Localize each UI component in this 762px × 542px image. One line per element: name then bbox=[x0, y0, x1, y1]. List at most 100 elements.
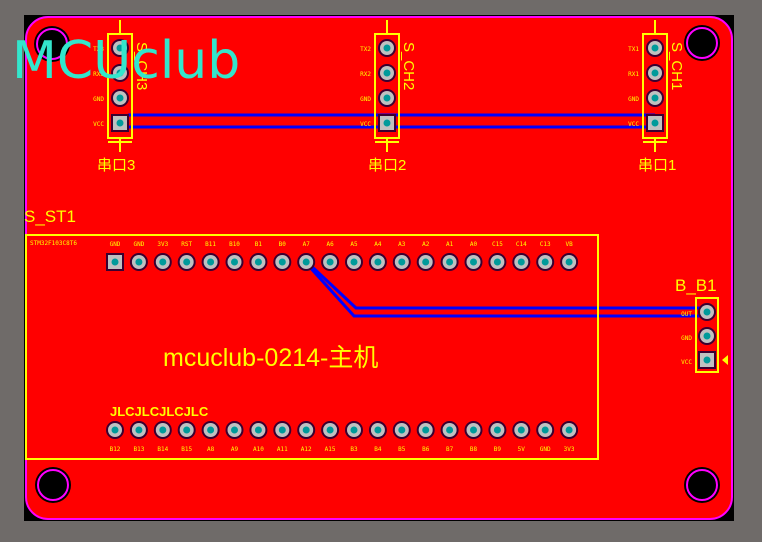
pin-pad-gnd bbox=[646, 89, 664, 107]
drill-hole bbox=[278, 426, 286, 434]
connector-outline bbox=[695, 297, 719, 373]
module-pin-top bbox=[416, 253, 435, 271]
module-pin-label: A1 bbox=[446, 241, 454, 248]
module-pin-bottom bbox=[225, 421, 244, 439]
pin-pad-out bbox=[698, 303, 716, 321]
module-pin-label: B10 bbox=[229, 241, 240, 248]
module-pin-bottom bbox=[177, 421, 196, 439]
pin-pad-vcc bbox=[111, 114, 129, 132]
drill-hole bbox=[231, 426, 238, 434]
module-pin-bottom bbox=[440, 421, 459, 439]
drill-hole bbox=[703, 356, 711, 364]
pin-pad-gnd bbox=[111, 89, 129, 107]
drill-hole bbox=[135, 258, 143, 266]
module-pin-label: B11 bbox=[205, 241, 216, 248]
mounting-holes bbox=[34, 25, 720, 503]
module-pin-label: A3 bbox=[398, 241, 406, 248]
module-pin-bottom bbox=[201, 421, 220, 439]
module-pin-label: B1 bbox=[255, 241, 263, 248]
drill-hole bbox=[422, 258, 430, 266]
pin-label: GND bbox=[93, 96, 104, 103]
board-title-text: mcuclub-0214-主机 bbox=[163, 344, 378, 372]
drill-hole bbox=[651, 69, 659, 77]
module-pin-top bbox=[249, 253, 268, 271]
drill-hole bbox=[111, 258, 119, 266]
mcuclub-watermark: MCUclub bbox=[12, 31, 240, 91]
pin-pad-vcc bbox=[378, 114, 396, 132]
module-pin-label: 5V bbox=[518, 446, 526, 453]
module-pin-label: GND bbox=[133, 241, 144, 248]
module-pin-label: A4 bbox=[374, 241, 382, 248]
drill-hole bbox=[116, 94, 124, 102]
module-pin-label: B12 bbox=[110, 446, 121, 453]
pin-pad-rx1 bbox=[646, 64, 664, 82]
connector-designator: S_CH3 bbox=[133, 42, 150, 90]
module-pin-label: A8 bbox=[207, 446, 215, 453]
connector-designator: S_CH2 bbox=[400, 42, 417, 90]
module-pin-top bbox=[177, 253, 196, 271]
drill-hole bbox=[383, 119, 391, 127]
drill-hole bbox=[350, 258, 358, 266]
drill-hole bbox=[116, 69, 124, 77]
pin-pad-vcc bbox=[646, 114, 664, 132]
module-pin-label: A6 bbox=[326, 241, 334, 248]
drill-hole bbox=[111, 426, 119, 434]
drill-hole bbox=[470, 258, 477, 266]
drill-hole bbox=[302, 426, 310, 434]
drill-hole bbox=[350, 426, 358, 434]
module-pin-bottom bbox=[536, 421, 555, 439]
module-pin-label: C14 bbox=[516, 241, 527, 248]
module-pin-bottom bbox=[129, 421, 148, 439]
connector-caption: 串口1 bbox=[638, 157, 676, 174]
module-pin-label: B0 bbox=[279, 241, 287, 248]
drill-hole bbox=[135, 426, 143, 434]
module-pin-bottom bbox=[488, 421, 507, 439]
pin-pad-gnd bbox=[378, 89, 396, 107]
drill-hole bbox=[517, 426, 525, 434]
drill-hole bbox=[254, 258, 262, 266]
module-pin-label: B13 bbox=[133, 446, 144, 453]
module-pin-label: GND bbox=[110, 241, 121, 248]
module-pin-bottom bbox=[153, 421, 172, 439]
module-pin-label: B5 bbox=[398, 446, 406, 453]
drill-hole bbox=[254, 426, 262, 434]
module-pin-top bbox=[536, 253, 555, 271]
module-pin-bottom bbox=[392, 421, 411, 439]
module-pin-label: C15 bbox=[492, 241, 503, 248]
pin-pad-tx3 bbox=[111, 39, 129, 57]
module-pin-label: B7 bbox=[446, 446, 454, 453]
drill-hole bbox=[703, 308, 711, 316]
module-pin-top bbox=[440, 253, 459, 271]
drill-hole bbox=[446, 426, 454, 434]
drill-hole bbox=[116, 44, 124, 52]
pin-label: GND bbox=[360, 96, 371, 103]
drill-hole bbox=[383, 69, 391, 77]
module-pin-label: C13 bbox=[540, 241, 551, 248]
module-name-label: STM32F103C8T6 bbox=[30, 240, 77, 247]
module-pin-top bbox=[153, 253, 172, 271]
drill-hole bbox=[183, 426, 191, 434]
mounting-hole-top-right bbox=[684, 25, 720, 61]
pin-label: TX2 bbox=[360, 46, 371, 53]
module-pin-label: A11 bbox=[277, 446, 288, 453]
module-pin-bottom bbox=[464, 421, 483, 439]
module-pin-top bbox=[273, 253, 292, 271]
mounting-hole-bottom-right bbox=[684, 467, 720, 503]
pin-label: TX1 bbox=[628, 46, 639, 53]
drill-hole bbox=[541, 258, 549, 266]
drill-hole bbox=[470, 426, 477, 434]
pin-label: RX3 bbox=[93, 71, 104, 78]
module-pin-top bbox=[321, 253, 340, 271]
pin-pad-tx1 bbox=[646, 39, 664, 57]
module-pin-label: VB bbox=[565, 241, 573, 248]
module-pin-bottom bbox=[368, 421, 387, 439]
module-pin-label: 3V3 bbox=[157, 241, 168, 248]
drill-hole bbox=[541, 426, 549, 434]
module-pin-label: RST bbox=[181, 241, 192, 248]
module-pin-label: A7 bbox=[303, 241, 311, 248]
drill-hole bbox=[383, 44, 391, 52]
